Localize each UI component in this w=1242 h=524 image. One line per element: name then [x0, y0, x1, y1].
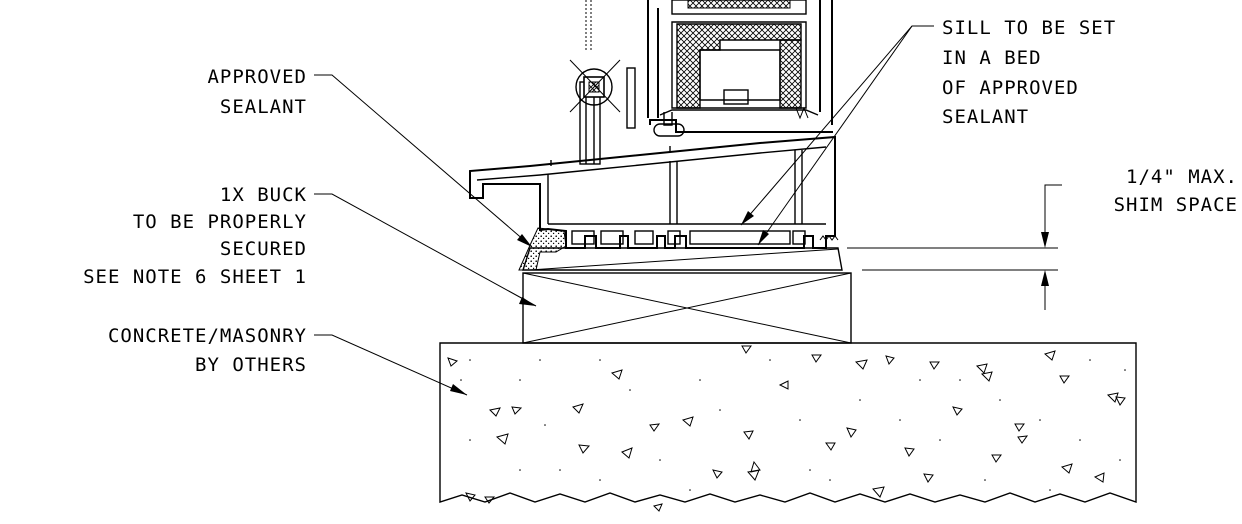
label-buck-line4: SEE NOTE 6 SHEET 1: [83, 266, 307, 288]
label-shim-line2: SHIM SPACE: [1114, 194, 1238, 216]
sash-frame: [647, 0, 833, 137]
label-concrete-line2: BY OTHERS: [195, 354, 307, 376]
label-buck-line1: 1X BUCK: [220, 184, 307, 206]
label-buck: 1X BUCK TO BE PROPERLY SECURED SEE NOTE …: [83, 184, 307, 288]
screen-track: [569, 0, 636, 165]
label-approved-sealant: APPROVED SEALANT: [207, 66, 307, 118]
sealant-bead: [518, 227, 567, 271]
label-buck-line2: TO BE PROPERLY: [133, 211, 307, 233]
label-approved-sealant-line2: SEALANT: [220, 96, 307, 118]
leader-lines: [314, 25, 934, 396]
label-sill-line4: SEALANT: [942, 106, 1029, 128]
shim-dimension: [847, 184, 1062, 310]
label-sill-line1: SILL TO BE SET: [942, 17, 1116, 39]
concrete-slab: [439, 342, 1137, 512]
label-concrete-line1: CONCRETE/MASONRY: [108, 325, 307, 347]
label-shim: 1/4" MAX. SHIM SPACE: [1114, 166, 1238, 216]
label-shim-line1: 1/4" MAX.: [1126, 166, 1238, 188]
label-sill-line2: IN A BED: [942, 47, 1042, 69]
aggregate-marks: [447, 345, 1126, 512]
label-sill: SILL TO BE SET IN A BED OF APPROVED SEAL…: [942, 17, 1116, 128]
label-approved-sealant-line1: APPROVED: [207, 66, 307, 88]
label-concrete: CONCRETE/MASONRY BY OTHERS: [108, 325, 307, 376]
shim: [522, 247, 843, 271]
sill-frame-profile: [469, 135, 839, 249]
label-buck-line3: SECURED: [220, 238, 307, 260]
wood-buck: [522, 272, 852, 344]
label-sill-line3: OF APPROVED: [942, 77, 1079, 99]
aggregate-dots: [460, 359, 1126, 491]
